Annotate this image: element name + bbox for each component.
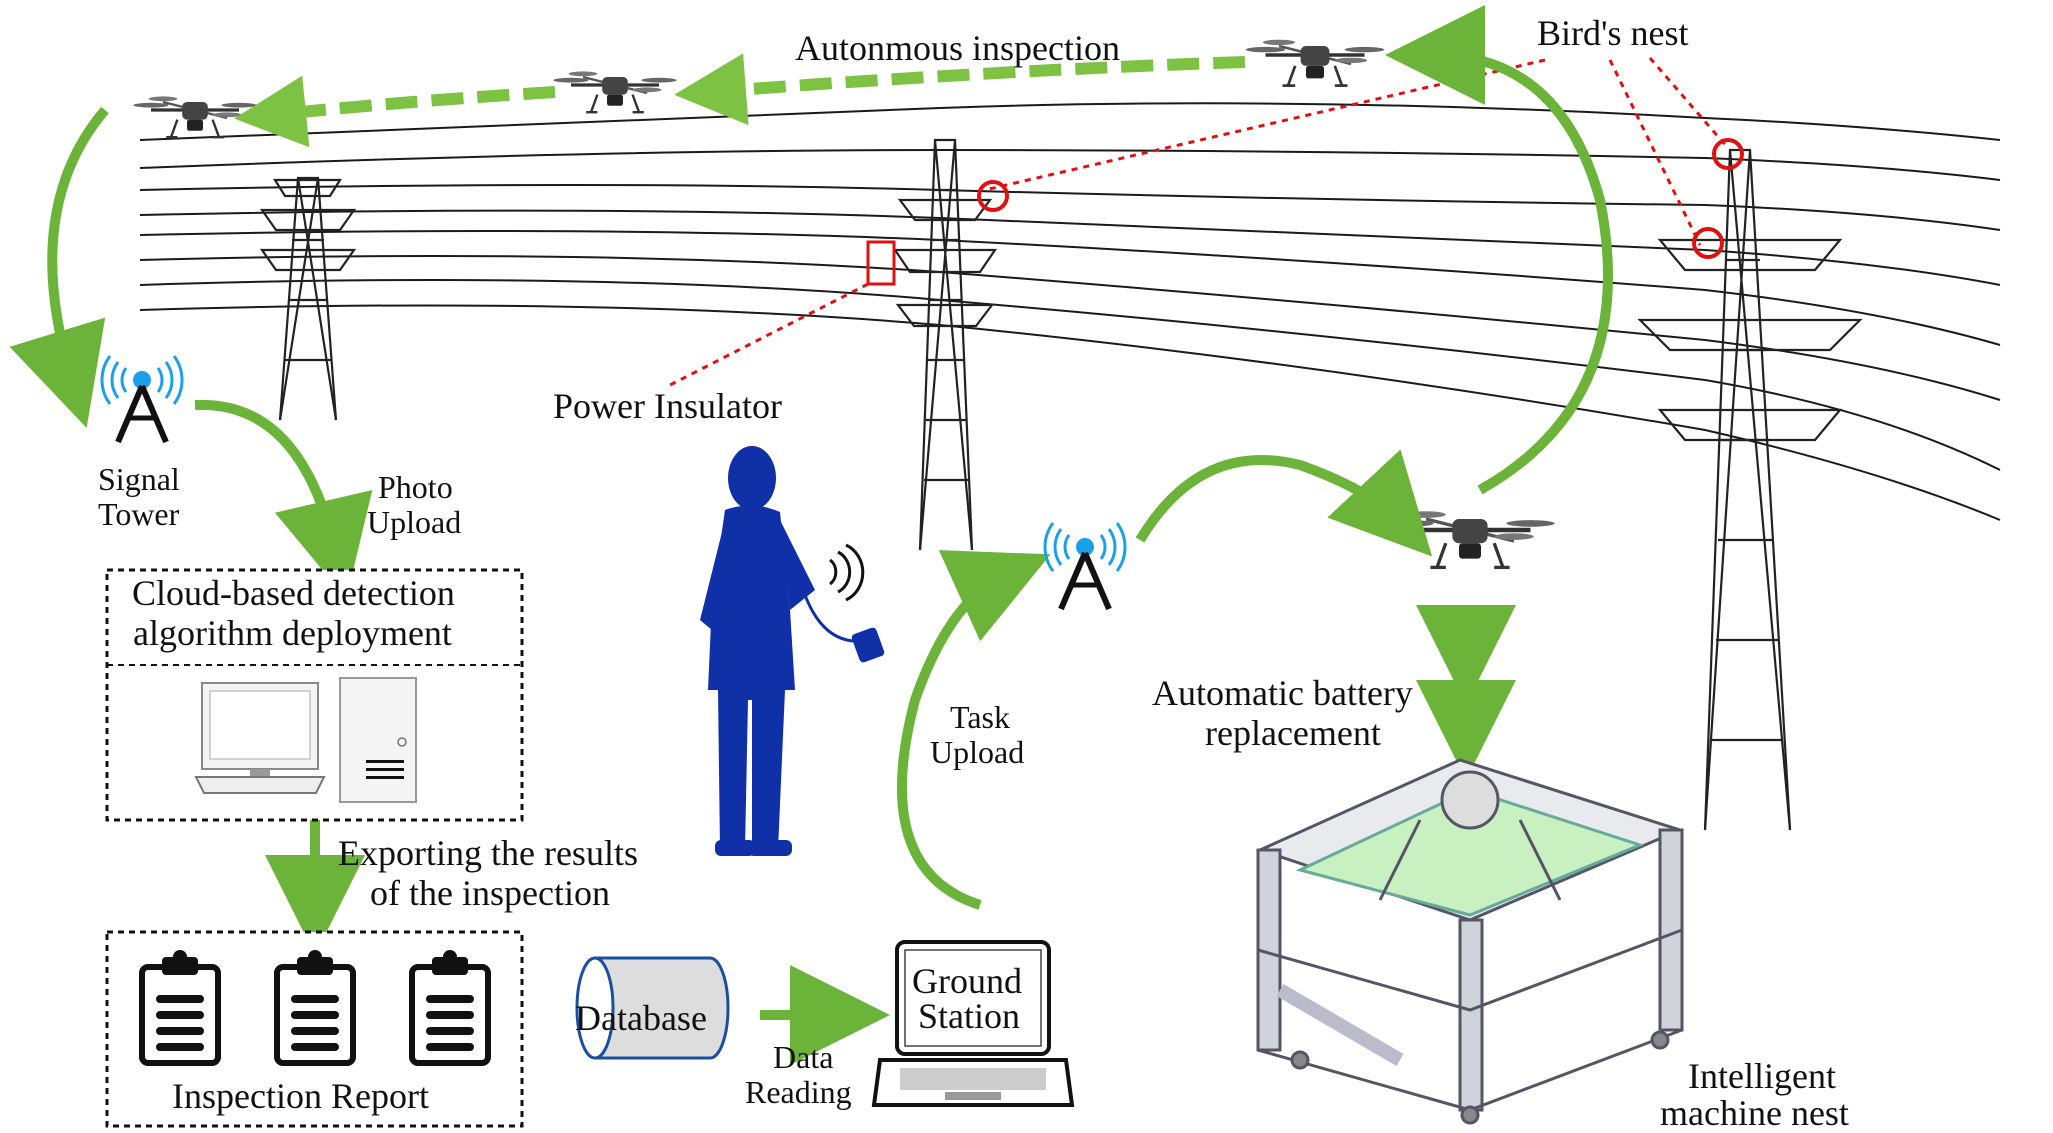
drone-icon <box>131 94 259 139</box>
cloud-detection-label: algorithm deployment <box>133 613 452 653</box>
insulator-marker <box>866 240 896 286</box>
autonomous-inspection-label: Autonmous inspection <box>795 28 1120 68</box>
photo-upload-label: Upload <box>367 504 461 540</box>
task-upload-label: Upload <box>930 734 1024 770</box>
drone-takeoff-arrow <box>1385 5 1613 495</box>
inspection-path-arrow <box>234 75 556 148</box>
transmission-tower-middle <box>892 138 998 551</box>
birds-nest-marker <box>1712 138 1744 170</box>
clipboard-icon <box>277 950 353 1063</box>
clipboard-icon <box>412 950 488 1063</box>
ground-station-label: Station <box>918 996 1020 1036</box>
power-lines <box>139 102 2001 521</box>
photo-upload-arrow <box>194 399 373 599</box>
battery-replacement-label: Automatic battery <box>1152 673 1413 713</box>
export-label: of the inspection <box>370 873 610 913</box>
transmission-tower-right <box>1637 148 1863 831</box>
database-label: Database <box>575 998 707 1038</box>
clipboard-icon <box>142 950 218 1063</box>
drone-icon <box>1385 511 1554 567</box>
task-upload-arrow <box>896 550 1051 910</box>
power-insulator-label: Power Insulator <box>553 386 782 426</box>
birds-nest-label: Bird's nest <box>1537 13 1689 53</box>
machine-nest-label: machine nest <box>1660 1093 1849 1133</box>
drone-icon <box>551 69 679 114</box>
data-reading-label: Data <box>773 1039 833 1075</box>
cloud-detection-label: Cloud-based detection <box>132 573 455 613</box>
drone-icon <box>1243 37 1387 88</box>
transmission-tower-left <box>259 176 357 421</box>
machine-nest-icon <box>1255 758 1685 1125</box>
computer-icon <box>194 682 326 794</box>
task-upload-label: Task <box>950 699 1010 735</box>
birds-nest-marker <box>977 180 1009 212</box>
data-reading-label: Reading <box>745 1074 852 1110</box>
drone-to-signal-arrow <box>9 106 109 428</box>
signal-tower-icon <box>1045 523 1125 609</box>
inspection-report-label: Inspection Report <box>172 1076 429 1116</box>
signal-tower-label: Tower <box>98 496 180 532</box>
ground-station-label: Ground <box>912 961 1022 1001</box>
photo-upload-label: Photo <box>378 469 453 505</box>
export-label: Exporting the results <box>338 833 638 873</box>
operator-silhouette <box>700 446 885 856</box>
inspection-path-arrow <box>674 53 1246 126</box>
machine-nest-label: Intelligent <box>1688 1056 1836 1096</box>
signal-tower-label: Signal <box>98 461 180 497</box>
battery-replacement-label: replacement <box>1205 713 1381 753</box>
server-icon <box>339 677 417 803</box>
signal-to-drone-arrow <box>1135 449 1433 557</box>
wireless-signal-icon <box>829 543 865 602</box>
signal-tower-icon <box>102 356 182 442</box>
laptop-icon <box>871 940 1075 1107</box>
database-icon <box>575 956 730 1060</box>
birds-nest-marker <box>1692 227 1724 259</box>
